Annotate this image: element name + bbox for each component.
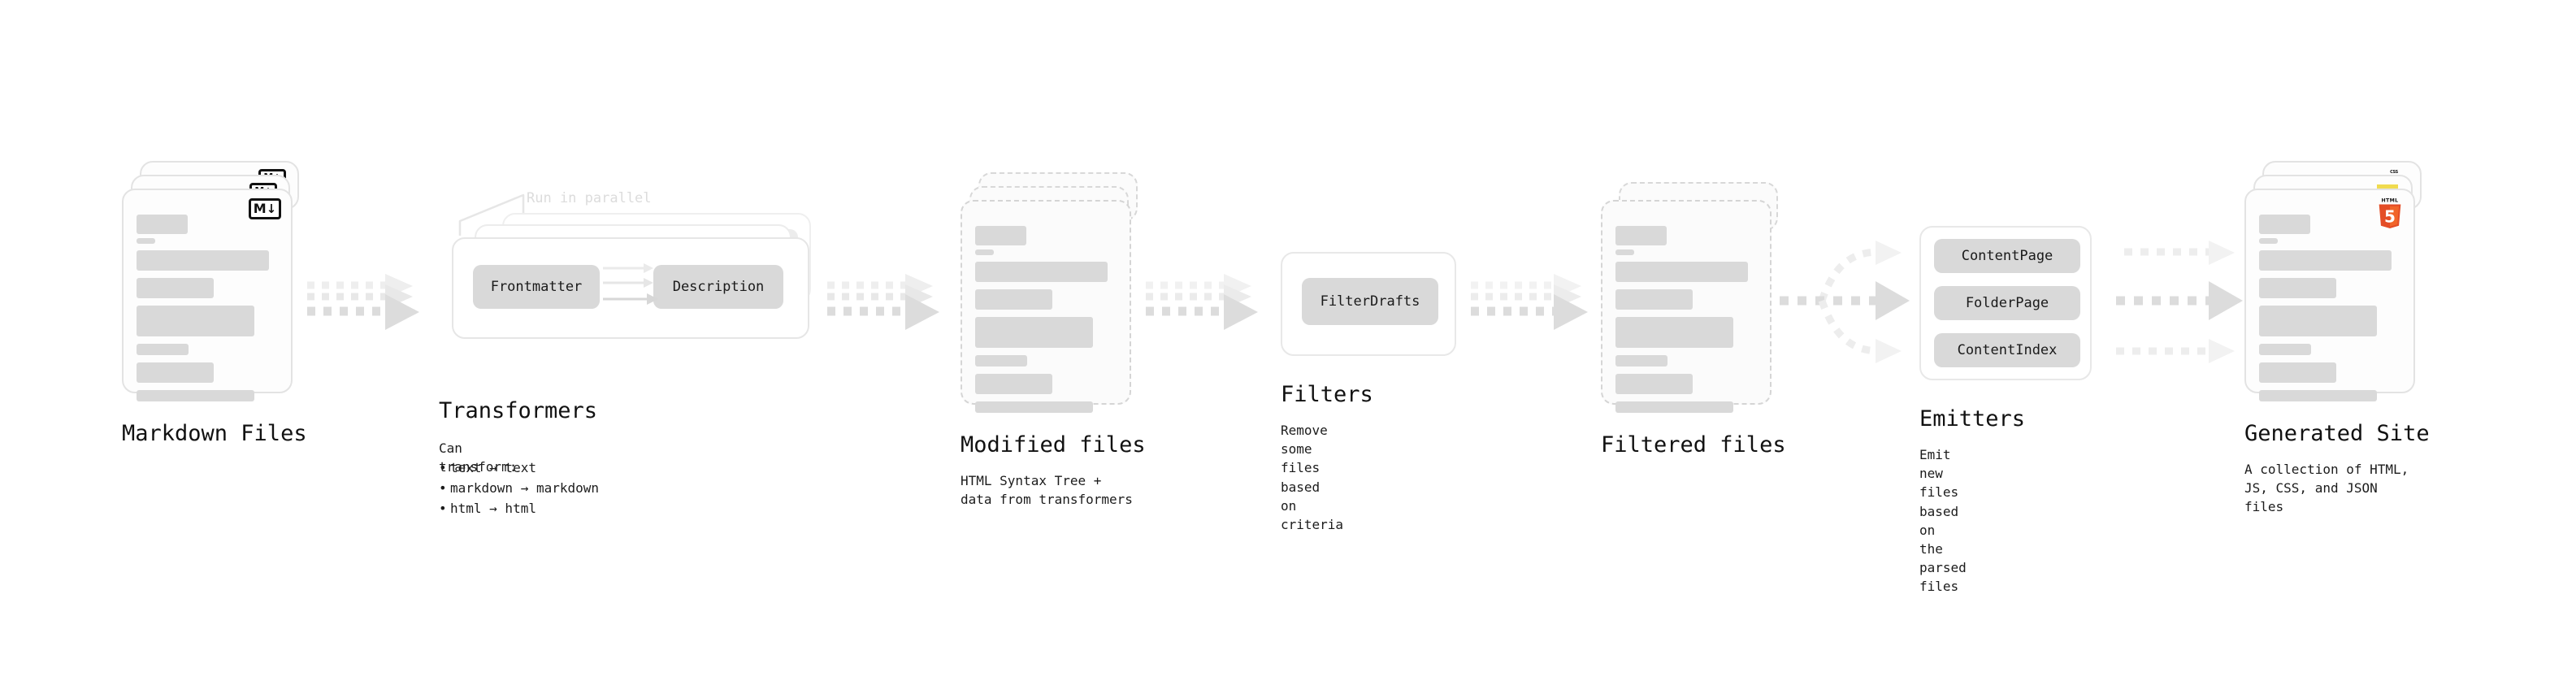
connector-emitters-to-site xyxy=(2113,234,2253,372)
content-line xyxy=(137,238,155,244)
arrow-dotted-triple-icon xyxy=(307,274,419,330)
connector-transformers-to-modified xyxy=(827,272,941,345)
chip-link-arrows-icon xyxy=(603,263,658,305)
md-letter: M xyxy=(253,201,267,216)
emitter-chip-folderpage[interactable]: FolderPage xyxy=(1934,286,2080,320)
connector-filtered-to-emitters xyxy=(1780,234,1919,372)
content-line xyxy=(2259,390,2377,401)
content-line xyxy=(137,250,269,271)
content-line xyxy=(2259,306,2377,336)
content-line xyxy=(137,362,214,383)
content-line xyxy=(975,355,1027,367)
markdown-sheet-front: M ↓ xyxy=(122,189,293,401)
content-line xyxy=(1615,355,1667,367)
content-line xyxy=(2259,344,2311,355)
stage-title-filtered-files: Filtered files xyxy=(1601,432,1786,458)
bullet-text: text → text xyxy=(450,460,536,475)
document-content-lines xyxy=(2259,215,2400,401)
arrow-dotted-triple-icon xyxy=(827,274,939,330)
stage-title-transformers: Transformers xyxy=(439,398,598,423)
stage-markdown-files: M ↓ M ↓ M ↓ xyxy=(122,161,307,446)
modified-sheet-front xyxy=(961,200,1131,413)
content-line xyxy=(975,226,1026,245)
stage-title-markdown-files: Markdown Files xyxy=(122,421,307,446)
filter-chip-filterdrafts[interactable]: FilterDrafts xyxy=(1302,278,1438,325)
content-line xyxy=(2259,278,2336,298)
list-item: •text → text xyxy=(439,460,536,475)
content-line xyxy=(975,374,1052,394)
content-line xyxy=(137,390,254,401)
transformer-chip-description[interactable]: Description xyxy=(653,265,783,309)
content-line xyxy=(975,289,1052,310)
bullet-text: markdown → markdown xyxy=(450,479,600,496)
content-line xyxy=(975,249,994,255)
arrow-dotted-triple-icon xyxy=(1471,274,1588,330)
filtered-sheet-front xyxy=(1601,200,1772,413)
site-sheet-front: HTML 5 xyxy=(2244,189,2415,401)
modified-files-card-stack xyxy=(961,172,1138,413)
filtered-files-card-stack xyxy=(1601,172,1778,413)
stage-filtered-files: Filtered files xyxy=(1601,172,1786,458)
document-content-lines xyxy=(975,226,1117,413)
emitter-chip-contentindex[interactable]: ContentIndex xyxy=(1934,333,2080,367)
content-line xyxy=(1615,317,1733,348)
connector-markdown-to-transformers xyxy=(307,272,421,345)
content-line xyxy=(1615,401,1733,413)
transformer-chip-frontmatter[interactable]: Frontmatter xyxy=(473,265,600,309)
css-label: CSS xyxy=(2390,170,2398,175)
content-line xyxy=(2259,215,2310,234)
stage-title-emitters: Emitters xyxy=(1919,406,2026,432)
run-in-parallel-hint: Run in parallel xyxy=(527,190,652,206)
content-line xyxy=(137,306,254,336)
content-line xyxy=(137,215,188,234)
connector-filters-to-filtered xyxy=(1471,272,1593,345)
md-arrow: ↓ xyxy=(266,201,277,216)
content-line xyxy=(1615,374,1693,394)
transformers-bullet-list: •text → text •markdown → markdown •html … xyxy=(439,458,599,518)
document-content-lines xyxy=(1615,226,1757,413)
emitter-chip-contentpage[interactable]: ContentPage xyxy=(1934,239,2080,273)
svg-text:5: 5 xyxy=(2384,206,2396,226)
content-line xyxy=(137,344,189,355)
bullet-text: html → html xyxy=(450,500,536,516)
filters-panel: FilterDrafts xyxy=(1281,252,1456,356)
html5-icon: HTML 5 xyxy=(2379,198,2401,229)
content-line xyxy=(2259,238,2278,244)
content-line xyxy=(1615,249,1634,255)
generated-site-description: A collection of HTML, JS, CSS, and JSON … xyxy=(2244,462,2409,515)
content-line xyxy=(975,401,1093,413)
stage-generated-site: CSS HTML 5 xyxy=(2244,161,2430,514)
emitters-description: Emit new files based on the parsed files xyxy=(1919,447,1967,595)
arrow-dotted-fan-icon xyxy=(1780,241,1910,363)
stage-title-filters: Filters xyxy=(1281,382,1373,407)
stage-title-modified-files: Modified files xyxy=(961,432,1146,458)
transformers-description: Can transform: xyxy=(439,440,518,475)
content-line xyxy=(1615,289,1693,310)
svg-text:HTML: HTML xyxy=(2381,198,2398,204)
list-item: •html → html xyxy=(439,500,536,516)
connector-modified-to-filters xyxy=(1146,272,1260,345)
arrow-dotted-parallel-icon xyxy=(2116,241,2243,363)
run-in-parallel-bracket-icon xyxy=(458,193,525,236)
modified-files-description: HTML Syntax Tree + data from transformer… xyxy=(961,473,1133,508)
list-item: •markdown → markdown xyxy=(439,479,600,496)
arrow-dotted-triple-icon xyxy=(1146,274,1258,330)
markdown-badge-icon: M ↓ xyxy=(249,198,281,219)
generated-site-card-stack: CSS HTML 5 xyxy=(2244,161,2422,401)
markdown-files-card-stack: M ↓ M ↓ M ↓ xyxy=(122,161,299,401)
content-line xyxy=(137,278,214,298)
content-line xyxy=(2259,250,2392,271)
content-line xyxy=(975,317,1093,348)
emitters-panel: ContentPage FolderPage ContentIndex xyxy=(1919,226,2092,380)
document-content-lines xyxy=(137,215,278,401)
content-line xyxy=(2259,362,2336,383)
stage-modified-files: Modified files HTML Syntax Tree + data f… xyxy=(961,172,1146,507)
content-line xyxy=(1615,262,1748,282)
filters-description: Remove some files based on criteria xyxy=(1281,423,1344,532)
content-line xyxy=(1615,226,1667,245)
content-line xyxy=(975,262,1108,282)
transformer-panel-front: Frontmatter Description xyxy=(452,237,809,339)
stage-title-generated-site: Generated Site xyxy=(2244,421,2430,446)
